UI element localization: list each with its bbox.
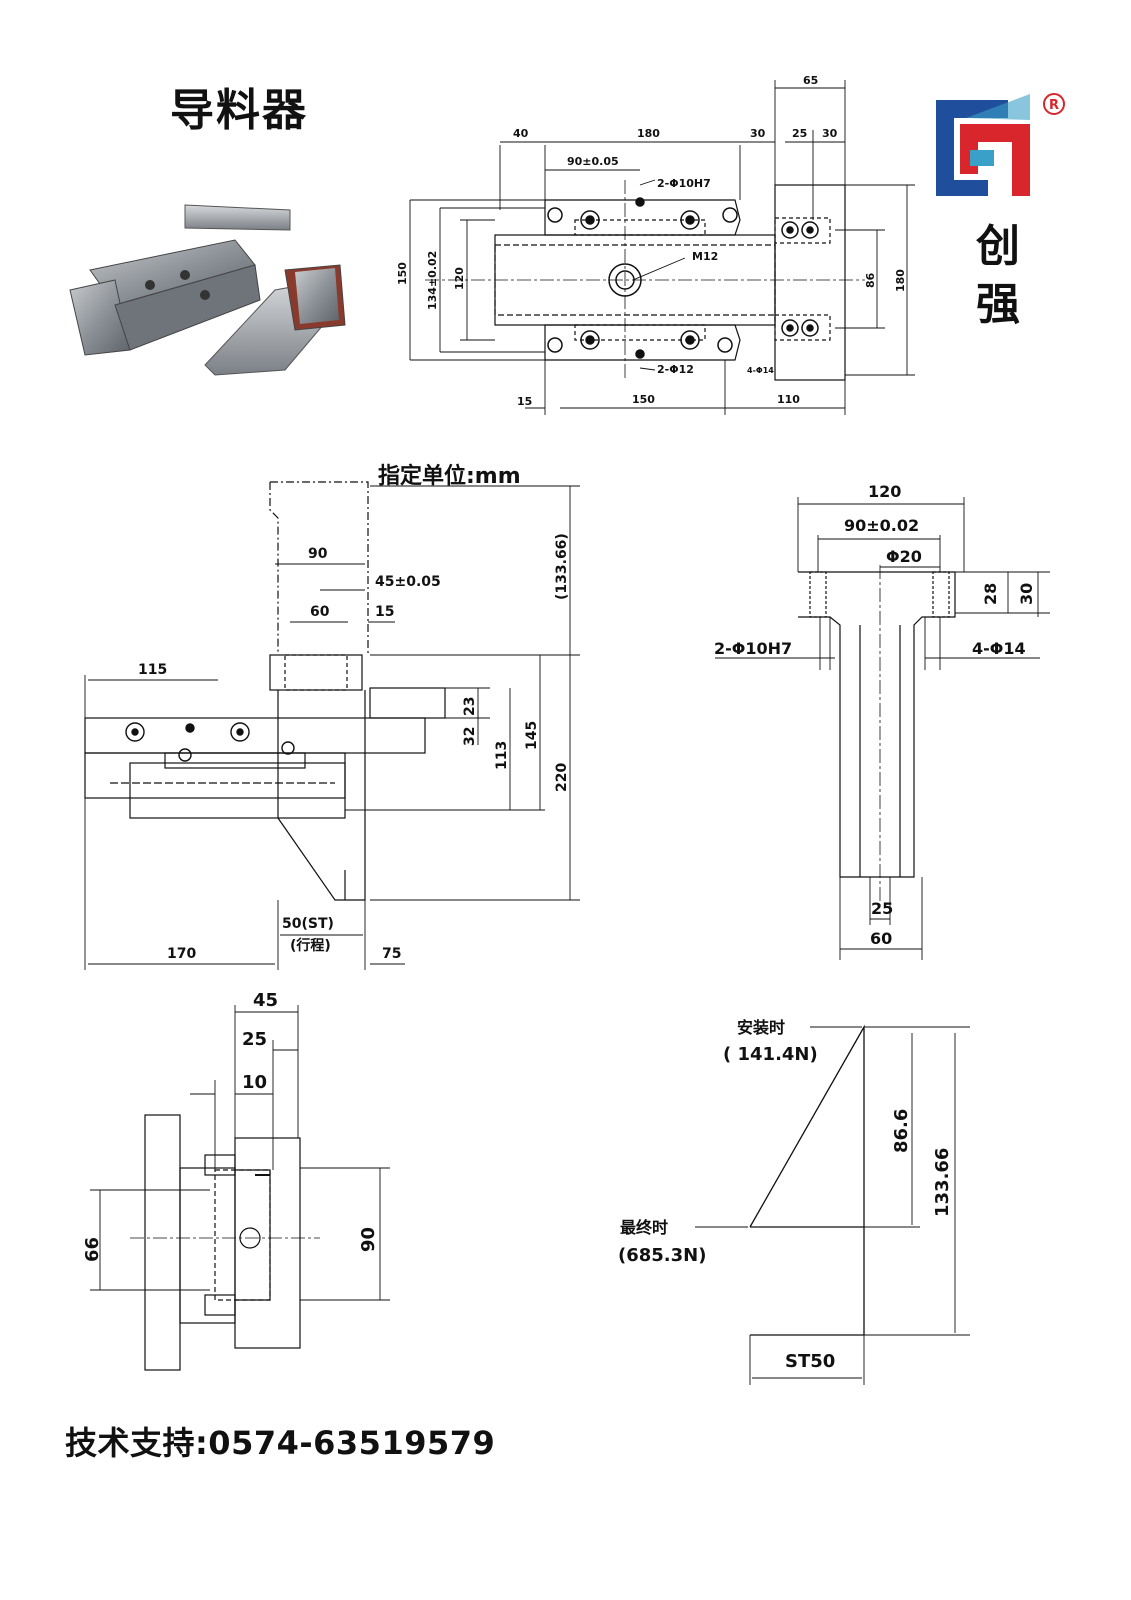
dim-150: 150 bbox=[396, 262, 409, 285]
install-force: ( 141.4N) bbox=[723, 1044, 818, 1065]
end-dim-45: 45 bbox=[253, 990, 278, 1011]
dim-holes-top: 2-Φ10H7 bbox=[657, 177, 711, 190]
dim-15: 15 bbox=[517, 395, 532, 408]
dim-180v: 180 bbox=[894, 269, 907, 292]
dim-120: 120 bbox=[453, 267, 466, 290]
dim-holes-bottom: 2-Φ12 bbox=[657, 363, 694, 376]
t-dim-30: 30 bbox=[1017, 583, 1036, 605]
dim-30b: 30 bbox=[822, 127, 838, 140]
side-dim-220: 220 bbox=[554, 763, 570, 792]
dim-150b: 150 bbox=[632, 393, 655, 406]
registered-mark: R bbox=[1043, 93, 1065, 115]
t-dim-28: 28 bbox=[981, 583, 1000, 605]
dim-90: 90±0.05 bbox=[567, 155, 619, 168]
t-dim-holes-left: 2-Φ10H7 bbox=[714, 639, 792, 658]
side-dim-145: 145 bbox=[524, 721, 540, 750]
side-dim-115: 115 bbox=[138, 662, 167, 678]
dim-134: 134±0.02 bbox=[426, 251, 439, 310]
dim-m12: M12 bbox=[692, 250, 718, 263]
dim-180: 180 bbox=[637, 127, 660, 140]
product-photo bbox=[69, 204, 346, 376]
brand-name-line2: 强 bbox=[976, 279, 1020, 330]
end-dim-25: 25 bbox=[242, 1029, 267, 1050]
t-dim-90: 90±0.02 bbox=[844, 516, 919, 535]
dim-holes-4: 4-Φ14 bbox=[747, 366, 774, 375]
unit-label: 指定单位:mm bbox=[378, 464, 521, 489]
side-view-drawing: 90 45±0.05 60 15 115 (133.66) 23 32 113 … bbox=[84, 481, 580, 970]
dim-30a: 30 bbox=[750, 127, 766, 140]
side-dim-32: 32 bbox=[462, 727, 478, 746]
side-dim-90: 90 bbox=[308, 546, 328, 562]
t-view-drawing: 120 90±0.02 Φ20 28 30 2-Φ10H7 4-Φ14 25 6… bbox=[714, 482, 1050, 960]
side-dim-stroke-cn: (行程) bbox=[290, 937, 331, 954]
side-dim-stroke: 50(ST) bbox=[282, 916, 334, 932]
brand-name: 创 强 bbox=[968, 218, 1028, 334]
dim-110: 110 bbox=[777, 393, 800, 406]
dim-25: 25 bbox=[792, 127, 807, 140]
top-view-drawing: 40 180 30 25 30 65 90±0.05 2-Φ10H7 M12 2… bbox=[396, 74, 915, 415]
side-dim-113: 113 bbox=[494, 741, 510, 770]
side-dim-23: 23 bbox=[462, 697, 478, 716]
end-dim-90: 90 bbox=[358, 1227, 379, 1252]
end-dim-66: 66 bbox=[82, 1237, 103, 1262]
final-label: 最终时 bbox=[620, 1218, 668, 1237]
force-dim-stroke: ST50 bbox=[785, 1351, 835, 1372]
side-dim-60: 60 bbox=[310, 604, 330, 620]
final-force: (685.3N) bbox=[618, 1245, 706, 1266]
side-dim-170: 170 bbox=[167, 946, 196, 962]
brand-name-line1: 创 bbox=[976, 221, 1020, 272]
end-dim-10: 10 bbox=[242, 1072, 267, 1093]
dim-65: 65 bbox=[803, 74, 818, 87]
t-dim-phi20: Φ20 bbox=[886, 547, 922, 566]
page-title: 导料器 bbox=[170, 85, 308, 136]
force-dim-13366: 133.66 bbox=[932, 1148, 953, 1217]
side-dim-75: 75 bbox=[382, 946, 401, 962]
dim-40: 40 bbox=[513, 127, 529, 140]
t-dim-120: 120 bbox=[868, 482, 901, 501]
t-dim-25: 25 bbox=[871, 899, 893, 918]
tech-support-phone: 技术支持:0574-63519579 bbox=[65, 1424, 496, 1462]
side-dim-45: 45±0.05 bbox=[375, 574, 441, 590]
force-stroke-diagram: 安装时 ( 141.4N) 最终时 (685.3N) 86.6 133.66 S… bbox=[618, 1018, 970, 1385]
svg-text:R: R bbox=[1049, 98, 1059, 113]
force-dim-866: 86.6 bbox=[891, 1109, 912, 1153]
side-dim-15: 15 bbox=[375, 604, 394, 620]
side-dim-13366: (133.66) bbox=[554, 533, 570, 600]
end-view-drawing: 45 25 10 66 90 bbox=[82, 990, 390, 1371]
install-label: 安装时 bbox=[737, 1018, 785, 1037]
t-dim-60: 60 bbox=[870, 929, 892, 948]
t-dim-holes-right: 4-Φ14 bbox=[972, 639, 1026, 658]
brand-logo bbox=[936, 94, 1030, 196]
dim-86: 86 bbox=[864, 272, 877, 288]
